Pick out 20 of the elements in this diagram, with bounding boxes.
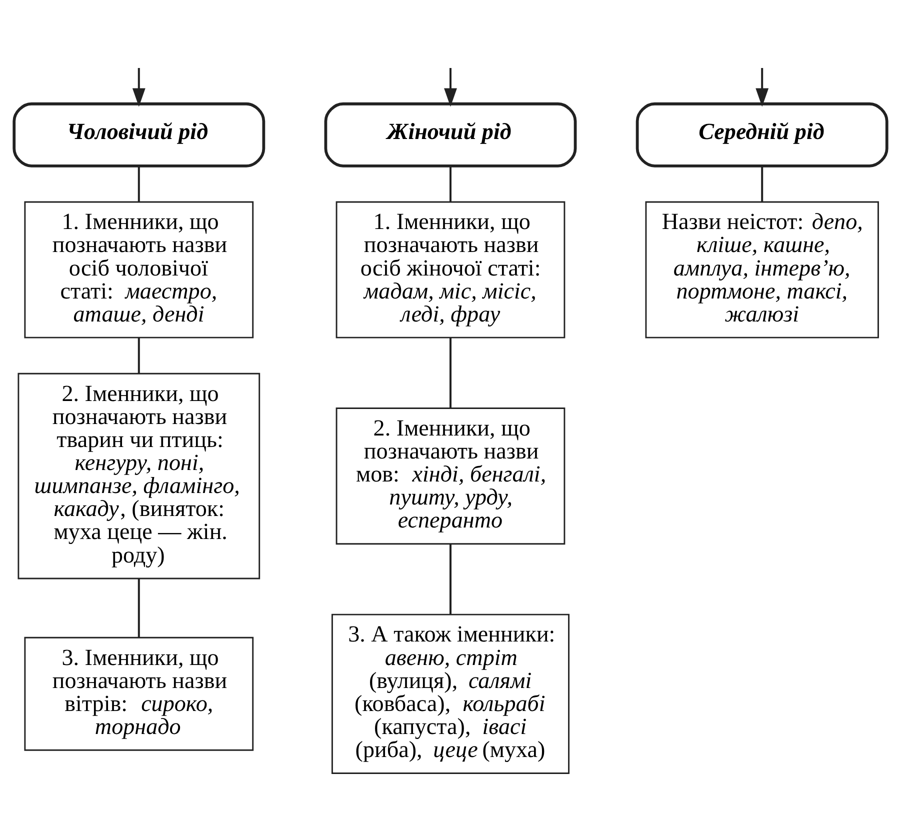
connector xyxy=(450,544,452,614)
arrow xyxy=(444,68,457,106)
connector xyxy=(761,166,764,202)
node-box: 3. А також іменники: авеню, стріт (вулиця), салямі (ковбаса), кольрабі (капуста), івасі (риба), цеце (муха) xyxy=(331,613,570,774)
connector xyxy=(138,578,140,637)
connector xyxy=(138,337,140,374)
connector xyxy=(450,337,452,408)
node-box: Жіночий рід xyxy=(324,102,577,167)
node-box: 3. Іменники, що позначають назви вітрів: сироко, торнадо xyxy=(24,636,254,750)
node-box: 2. Іменники, що позначають назви тварин чи птиць: кенгуру, поні, шимпанзе, фламінго, какаду, (виняток: муха цеце — жін. роду) xyxy=(18,372,260,579)
node-box: 1. Іменники, що позначають назви осіб жіночої статі: мадам, міс, місіс, леді, фрау xyxy=(336,200,566,338)
arrow xyxy=(132,68,146,106)
node-box: Середній рід xyxy=(636,102,888,167)
arrow xyxy=(756,68,769,106)
connector xyxy=(138,166,140,202)
node-box: Чоловічий рід xyxy=(12,102,266,167)
connector xyxy=(450,166,452,202)
node-box: 2. Іменники, що позначають назви мов: хінді, бенгалі, пушту, урду, есперанто xyxy=(336,407,566,544)
node-box: Назви неістот: депо, кліше, кашне, амплуа, інтерв’ю, портмоне, таксі, жалюзі xyxy=(645,200,879,338)
node-box: 1. Іменники, що позначають назви осіб чоловічої статі: маестро, аташе, денді xyxy=(24,200,254,338)
